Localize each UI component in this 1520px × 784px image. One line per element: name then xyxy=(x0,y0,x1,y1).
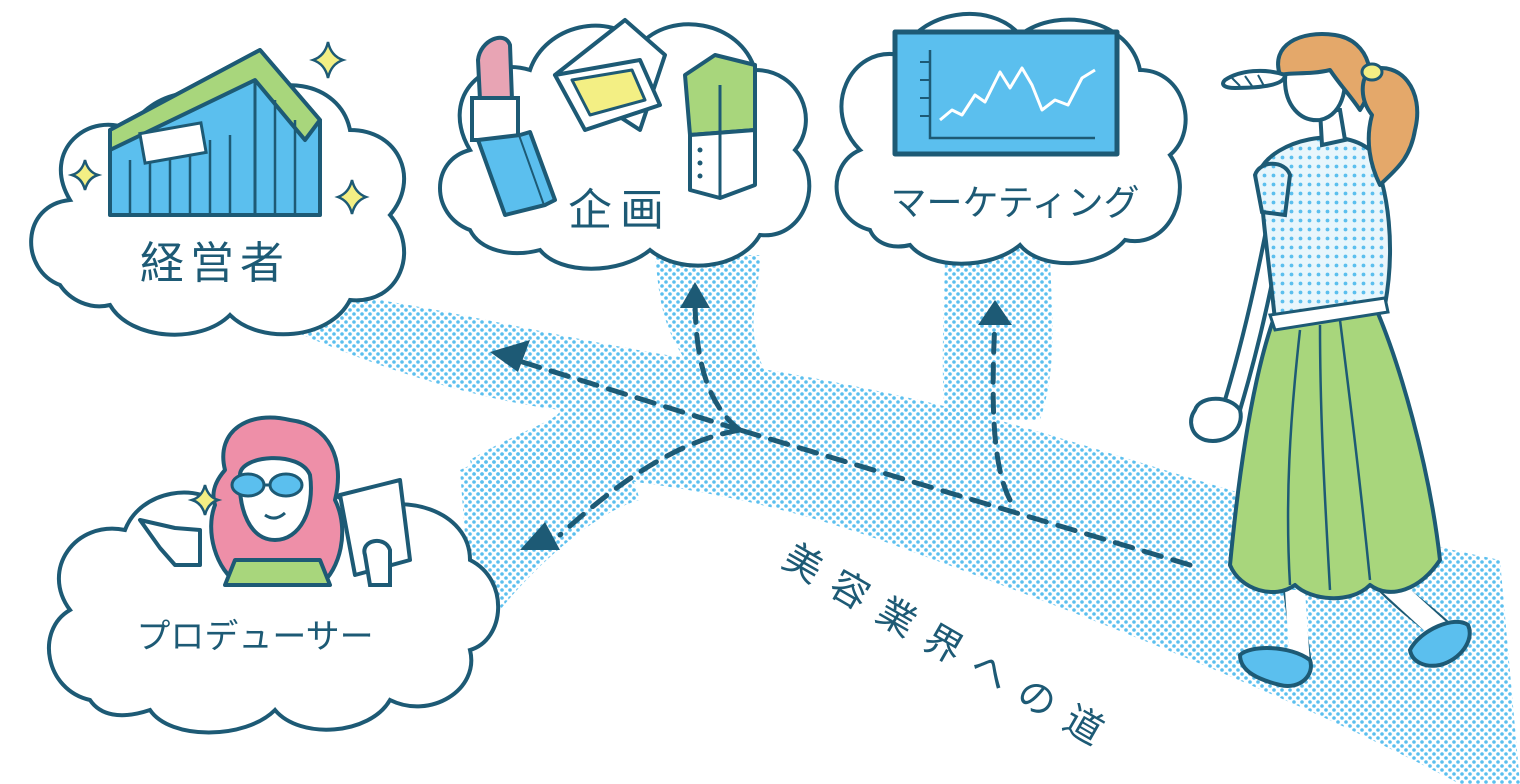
arrow-to-producer xyxy=(557,427,743,538)
label-planning: 企画 xyxy=(568,185,672,236)
sparkle-icon xyxy=(334,179,370,215)
arrow-icon xyxy=(978,300,1012,325)
producer-woman-icon xyxy=(138,415,412,587)
arrow-heads xyxy=(490,282,1012,550)
bottle-icon xyxy=(683,53,757,200)
cloud-executive: 経営者 xyxy=(29,41,407,337)
building-icon xyxy=(108,48,322,217)
lipstick-icon xyxy=(470,35,557,217)
sunglasses-icon xyxy=(230,472,266,498)
woman-walking-icon xyxy=(1189,32,1472,688)
arrow-icon xyxy=(490,340,530,372)
arrow-to-marketing xyxy=(990,317,1013,503)
cloud-planning: 企画 xyxy=(438,18,812,271)
label-executive: 経営者 xyxy=(140,238,290,289)
label-producer: プロデューサー xyxy=(136,617,373,657)
label-marketing: マーケティング xyxy=(890,183,1139,224)
cloud-producer: プロデューサー xyxy=(47,415,501,735)
arrow-icon xyxy=(520,522,560,550)
cloud-marketing: マーケティング xyxy=(834,12,1188,266)
arrow-to-planning xyxy=(692,292,743,433)
monitor-chart-icon xyxy=(892,29,1120,157)
hair-tie-icon xyxy=(1360,62,1384,82)
route-arrows xyxy=(497,292,1193,568)
road xyxy=(280,245,1520,784)
sparkle-icon xyxy=(187,484,223,516)
arrow-to-executive xyxy=(497,352,743,433)
sparkle-icon xyxy=(309,41,347,79)
main-route-line xyxy=(737,427,1193,568)
compact-icon xyxy=(553,18,667,132)
arrow-icon xyxy=(680,282,710,308)
sparkle-icon xyxy=(67,159,103,191)
